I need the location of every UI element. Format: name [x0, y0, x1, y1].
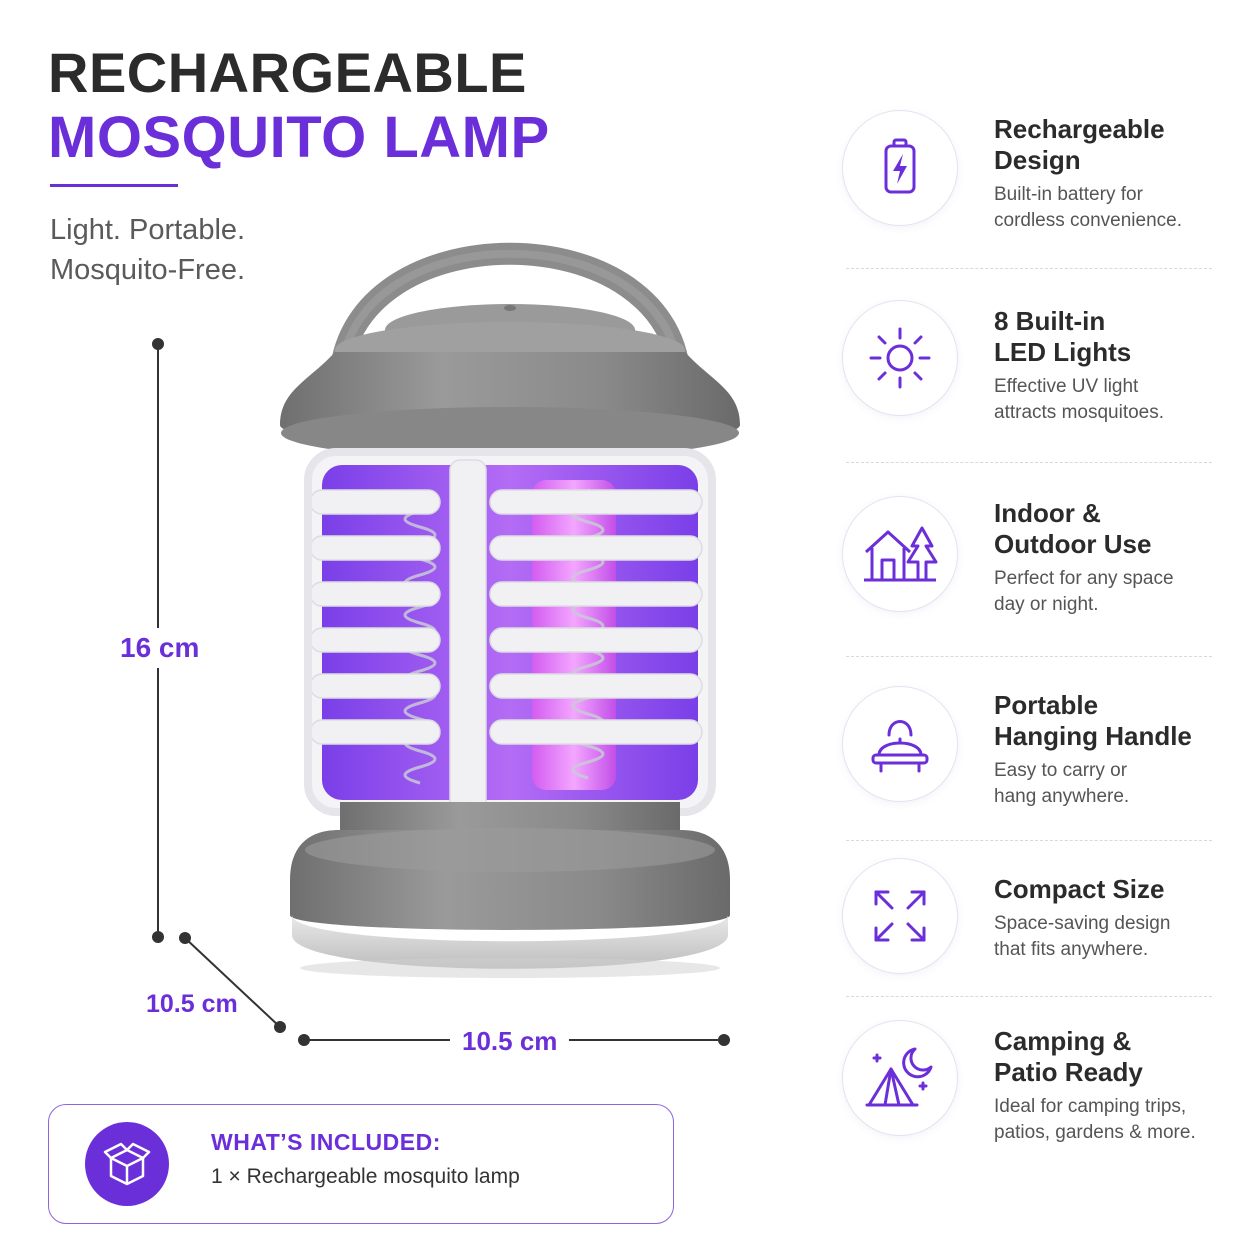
- box-icon: [85, 1122, 169, 1206]
- height-dimension-label: 16 cm: [118, 628, 202, 668]
- lantern-handle-icon: [842, 686, 958, 802]
- title-underline: [50, 184, 178, 187]
- feature-divider: [846, 840, 1212, 841]
- feature-description: Ideal for camping trips,: [994, 1096, 1187, 1117]
- mosquito-lamp-illustration: [280, 242, 740, 978]
- feature-divider: [846, 462, 1212, 463]
- feature-description: Built-in battery for: [994, 184, 1143, 205]
- tent-moon-icon: [842, 1020, 958, 1136]
- feature-title: Outdoor Use: [994, 529, 1152, 559]
- feature-divider: [846, 656, 1212, 657]
- feature-led-lights: 8 Built-in LED Lights Effective UV light…: [836, 300, 1216, 440]
- feature-description: day or night.: [994, 594, 1099, 615]
- feature-indoor-outdoor: Indoor & Outdoor Use Perfect for any spa…: [836, 496, 1216, 636]
- feature-description: that fits anywhere.: [994, 939, 1149, 960]
- feature-title: Patio Ready: [994, 1057, 1143, 1087]
- feature-title: LED Lights: [994, 337, 1132, 367]
- feature-description: attracts mosquitoes.: [994, 402, 1165, 423]
- feature-description: cordless convenience.: [994, 210, 1182, 231]
- feature-title: Design: [994, 145, 1081, 175]
- feature-description: Effective UV light: [994, 376, 1139, 397]
- feature-title: Hanging Handle: [994, 721, 1192, 751]
- expand-arrows-icon: [842, 858, 958, 974]
- feature-title: Compact Size: [994, 874, 1165, 904]
- feature-camping-patio: Camping & Patio Ready Ideal for camping …: [836, 1020, 1216, 1160]
- tagline: Light. Portable. Mosquito-Free.: [50, 210, 245, 290]
- feature-divider: [846, 996, 1212, 997]
- feature-description: Space-saving design: [994, 913, 1171, 934]
- feature-rechargeable: Rechargeable Design Built-in battery for…: [836, 108, 1216, 248]
- feature-description: Easy to carry or: [994, 760, 1128, 781]
- whats-included-box: WHAT’S INCLUDED: 1 × Rechargeable mosqui…: [48, 1104, 674, 1224]
- included-item: 1 × Rechargeable mosquito lamp: [211, 1165, 520, 1188]
- feature-description: hang anywhere.: [994, 786, 1130, 807]
- battery-icon: [842, 110, 958, 226]
- feature-title: 8 Built-in: [994, 306, 1106, 336]
- house-tree-icon: [842, 496, 958, 612]
- feature-title: Indoor &: [994, 498, 1101, 528]
- feature-title: Rechargeable: [994, 114, 1165, 144]
- feature-title: Camping &: [994, 1026, 1132, 1056]
- feature-divider: [846, 268, 1212, 269]
- feature-title: Portable: [994, 690, 1099, 720]
- tagline-line-2: Mosquito-Free.: [50, 254, 246, 286]
- tagline-line-1: Light. Portable.: [50, 214, 246, 246]
- title-line-2: MOSQUITO LAMP: [48, 105, 550, 170]
- included-title: WHAT’S INCLUDED:: [211, 1129, 441, 1155]
- depth-dimension-label: 10.5 cm: [146, 990, 238, 1019]
- feature-description: Perfect for any space: [994, 568, 1174, 589]
- feature-description: patios, gardens & more.: [994, 1122, 1196, 1143]
- feature-compact-size: Compact Size Space-saving design that fi…: [836, 858, 1216, 998]
- feature-hanging-handle: Portable Hanging Handle Easy to carry or…: [836, 686, 1216, 826]
- title-line-1: RECHARGEABLE: [48, 41, 527, 104]
- sun-icon: [842, 300, 958, 416]
- width-dimension-label: 10.5 cm: [450, 1026, 570, 1057]
